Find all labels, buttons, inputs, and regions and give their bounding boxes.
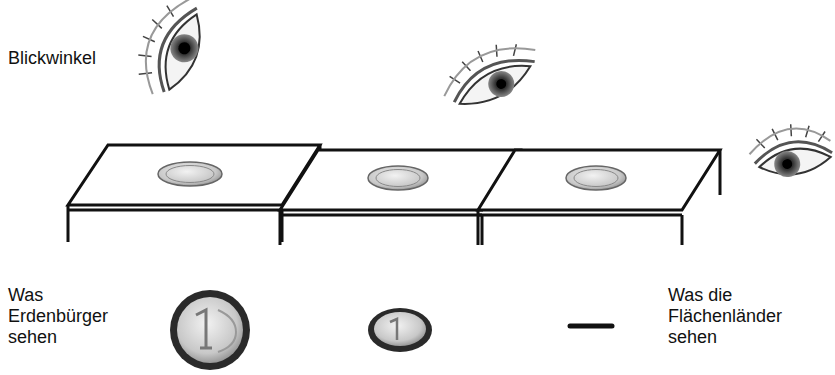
caption-label: Was die Flächenländer sehen	[668, 285, 803, 348]
coin-edge-view	[570, 324, 612, 329]
heading-label: Blickwinkel	[8, 48, 96, 69]
eye-top	[125, 0, 213, 104]
coin-front-view	[170, 290, 250, 370]
eye-side	[746, 119, 834, 182]
coin-oblique-view	[368, 308, 432, 352]
coin-on-table	[158, 162, 626, 190]
eye-oblique	[433, 27, 548, 122]
table	[68, 145, 320, 242]
table	[478, 150, 720, 245]
caption-label: Was Erdenbürger sehen	[8, 285, 120, 348]
